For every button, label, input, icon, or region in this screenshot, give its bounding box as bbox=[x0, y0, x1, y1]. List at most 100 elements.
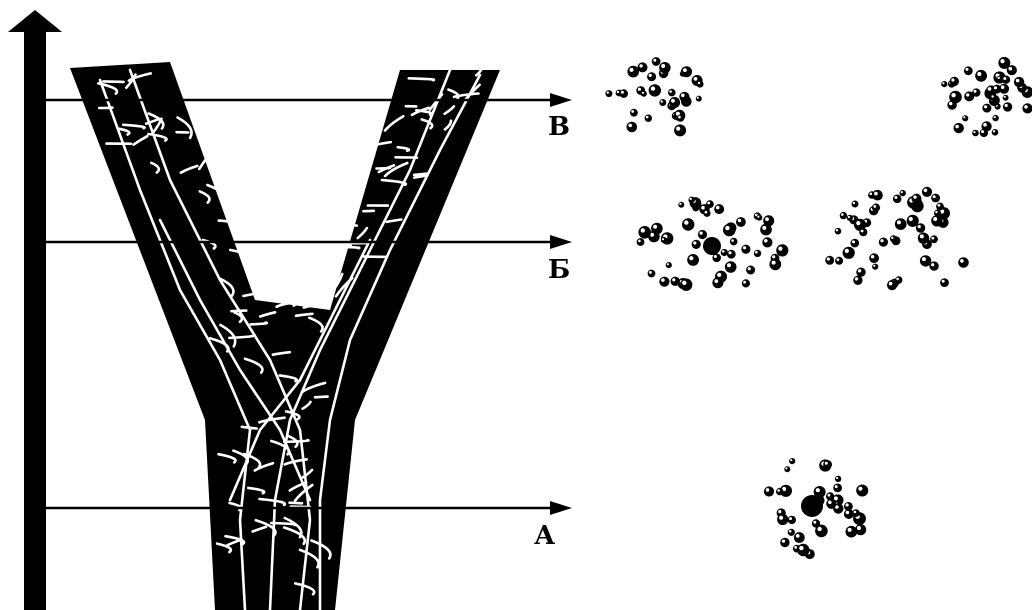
population-dot-highlight bbox=[762, 226, 766, 230]
population-dot bbox=[605, 90, 612, 97]
population-dot-highlight bbox=[951, 78, 954, 81]
population-dot-highlight bbox=[963, 116, 965, 118]
population-dot-highlight bbox=[973, 131, 975, 133]
population-dot-highlight bbox=[816, 488, 820, 492]
population-dot bbox=[681, 66, 692, 77]
population-dot bbox=[659, 277, 669, 287]
population-dot bbox=[638, 62, 648, 72]
population-dot-highlight bbox=[777, 489, 780, 492]
population-dot-highlight bbox=[772, 255, 775, 258]
population-dot-highlight bbox=[727, 263, 731, 267]
population-dot bbox=[721, 249, 728, 256]
population-dot-highlight bbox=[817, 527, 821, 531]
population-dot-highlight bbox=[841, 213, 844, 216]
population-dot bbox=[797, 544, 809, 556]
population-dot-highlight bbox=[835, 485, 838, 488]
population-dot-highlight bbox=[909, 217, 913, 221]
population-dot bbox=[1003, 95, 1009, 101]
population-dot-highlight bbox=[960, 259, 964, 263]
population-dot bbox=[736, 217, 746, 227]
population-dot bbox=[1007, 65, 1017, 75]
population-dot bbox=[916, 223, 925, 232]
population-dot bbox=[659, 99, 666, 106]
population-dot-highlight bbox=[738, 219, 741, 222]
population-dot-highlight bbox=[684, 220, 688, 224]
population-dot bbox=[627, 122, 638, 133]
population-dot bbox=[714, 204, 724, 214]
population-dot-highlight bbox=[1005, 104, 1008, 107]
population-dot-highlight bbox=[991, 95, 993, 97]
population-dot bbox=[674, 124, 686, 136]
population-dot-highlight bbox=[651, 86, 655, 90]
population-dot-highlight bbox=[642, 92, 644, 94]
population-dot-highlight bbox=[933, 217, 937, 221]
population-dot-highlight bbox=[748, 267, 751, 270]
population-dot-highlight bbox=[717, 273, 721, 277]
population-dot bbox=[777, 514, 788, 525]
population-dot bbox=[887, 280, 897, 290]
population-dot-highlight bbox=[638, 88, 641, 91]
population-dot bbox=[682, 218, 694, 230]
population-dot-highlight bbox=[662, 238, 664, 240]
population-dot bbox=[895, 218, 907, 230]
population-dot-highlight bbox=[778, 510, 781, 513]
population-dot-highlight bbox=[938, 204, 941, 207]
population-dot-highlight bbox=[922, 257, 926, 261]
population-dot bbox=[918, 233, 929, 244]
population-dot-highlight bbox=[617, 91, 619, 93]
population-dot-highlight bbox=[848, 528, 852, 532]
population-dot-highlight bbox=[679, 203, 681, 205]
population-dot-highlight bbox=[672, 278, 675, 281]
population-dot bbox=[1014, 77, 1024, 87]
population-dot-highlight bbox=[836, 477, 838, 479]
population-dot-highlight bbox=[994, 116, 996, 118]
population-dot bbox=[879, 238, 888, 247]
population-dot-highlight bbox=[689, 256, 693, 260]
population-dot-highlight bbox=[931, 237, 934, 240]
population-dot bbox=[840, 212, 847, 219]
population-dot-highlight bbox=[794, 546, 797, 549]
population-dot-highlight bbox=[828, 501, 832, 505]
population-dot-highlight bbox=[714, 279, 718, 283]
population-dot-highlight bbox=[661, 278, 665, 282]
population-dot bbox=[668, 89, 676, 97]
population-dot-highlight bbox=[896, 278, 899, 281]
population-dot bbox=[645, 115, 652, 122]
population-dot bbox=[659, 62, 670, 73]
population-dot bbox=[972, 130, 979, 137]
population-dot bbox=[990, 94, 997, 101]
population-dot bbox=[647, 72, 656, 81]
population-dot-highlight bbox=[676, 127, 680, 131]
population-dot bbox=[649, 84, 661, 96]
population-dot bbox=[692, 240, 701, 249]
population-dot bbox=[788, 516, 796, 524]
population-dot-highlight bbox=[857, 526, 861, 530]
population-dot-highlight bbox=[743, 281, 746, 284]
population-dot bbox=[982, 121, 992, 131]
population-dot bbox=[856, 485, 868, 497]
population-dot bbox=[1022, 103, 1032, 113]
population-dot-highlight bbox=[924, 189, 928, 193]
population-dot-highlight bbox=[813, 521, 816, 524]
population-dot-highlight bbox=[1016, 79, 1020, 83]
population-dot-highlight bbox=[974, 90, 977, 93]
population-dot bbox=[922, 187, 932, 197]
population-dot-highlight bbox=[697, 97, 699, 99]
population-dot bbox=[638, 226, 651, 239]
population-dot bbox=[696, 96, 702, 102]
population-dot-highlight bbox=[649, 271, 652, 274]
population-dot-highlight bbox=[873, 205, 876, 208]
population-dot-highlight bbox=[837, 258, 840, 261]
population-dot-highlight bbox=[653, 225, 657, 229]
population-dot-highlight bbox=[789, 530, 792, 533]
population-dot bbox=[671, 277, 680, 286]
population-dot-highlight bbox=[920, 234, 924, 238]
population-dot-highlight bbox=[1001, 85, 1005, 89]
population-dot-highlight bbox=[743, 246, 746, 249]
population-dot-highlight bbox=[765, 217, 769, 221]
population-dot bbox=[789, 458, 795, 464]
population-dot-highlight bbox=[853, 202, 855, 204]
population-dot bbox=[619, 89, 628, 98]
population-dot-highlight bbox=[755, 251, 758, 254]
